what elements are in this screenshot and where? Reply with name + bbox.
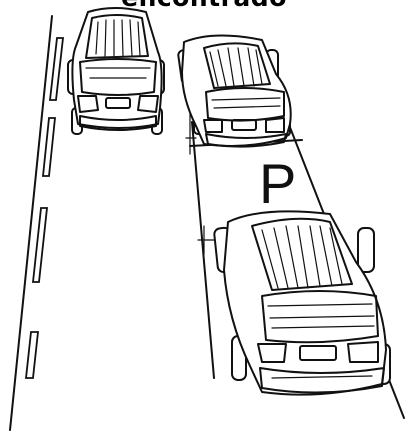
parking-space-left-line [192,122,214,378]
parking-space-letter: P [259,152,296,215]
parked-car-left [68,8,164,134]
parking-car-foreground [214,211,390,394]
parked-car-middle [178,35,291,146]
